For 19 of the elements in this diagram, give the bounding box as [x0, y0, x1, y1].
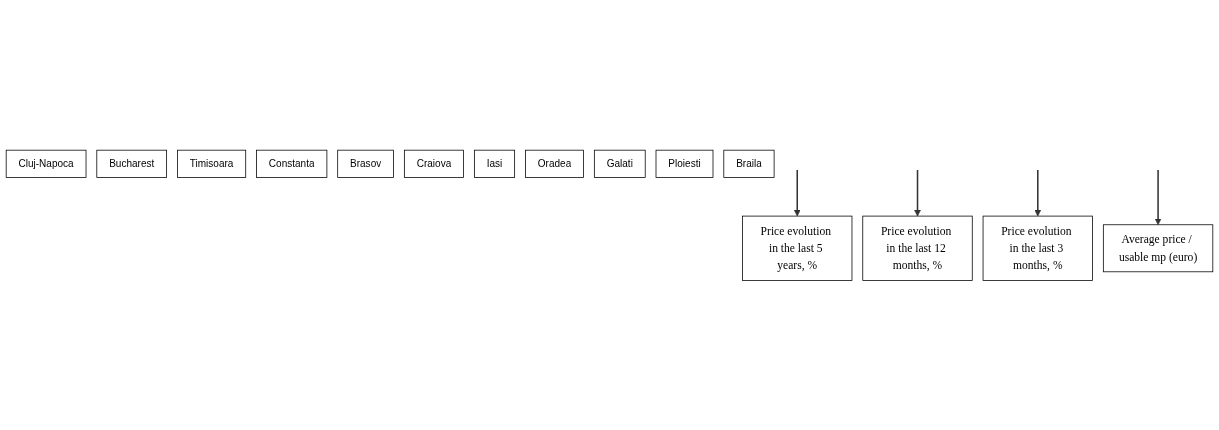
arrow	[793, 168, 801, 217]
node-box: Oradea	[525, 149, 584, 178]
node-box: Price evolution in the last 12 months, %	[862, 215, 973, 281]
node-box: Ploiesti	[655, 149, 714, 178]
node-box: Craiova	[403, 149, 464, 178]
arrow	[1154, 168, 1162, 225]
node-box: Average price / usable mp (euro)	[1102, 224, 1214, 272]
node-box: Iasi	[473, 149, 516, 178]
node-box: Bucharest	[96, 149, 167, 178]
arrow	[914, 168, 921, 217]
node-box: Braila	[723, 149, 775, 178]
node-box: Galati	[593, 149, 646, 178]
arrow	[1034, 168, 1042, 217]
node-box: Timisoara	[177, 149, 247, 178]
node-box: Cluj-Napoca	[5, 149, 87, 178]
node-box: Constanta	[256, 149, 328, 178]
node-box: Price evolution in the last 3 months, %	[982, 215, 1093, 281]
node-box: Brasov	[337, 149, 394, 178]
node-box: Price evolution in the last 5 years, %	[742, 215, 853, 281]
